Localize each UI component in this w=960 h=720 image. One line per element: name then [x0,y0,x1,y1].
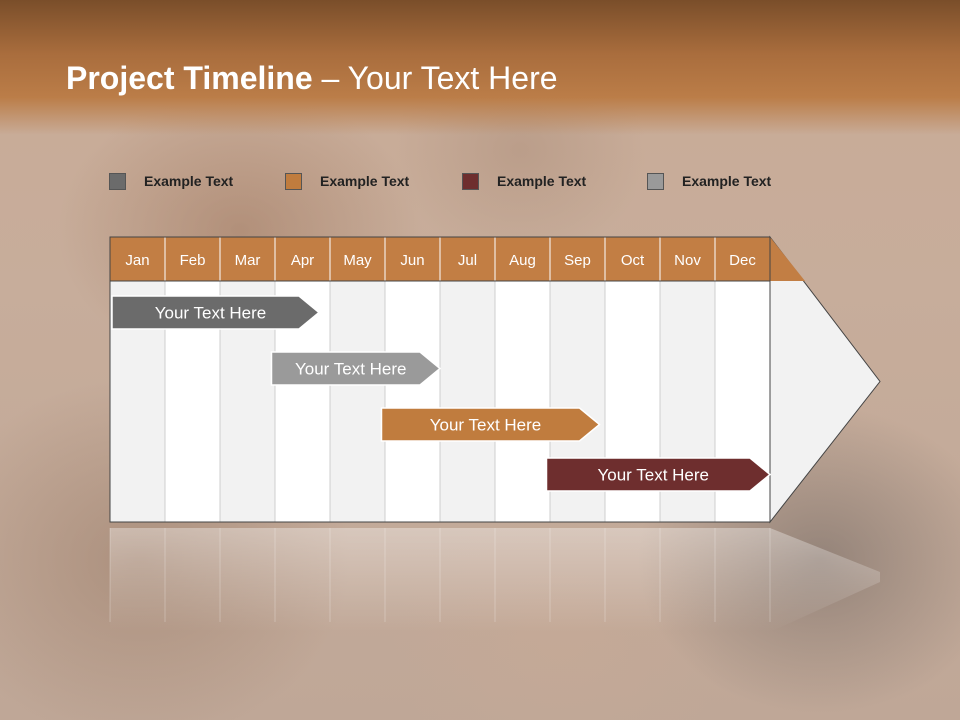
arrow-head [769,235,881,524]
legend-item-2: Example Text [285,170,409,192]
page-title: Project Timeline – Your Text Here [66,60,558,97]
month-label-dec: Dec [729,252,756,269]
month-column-jul [439,280,496,523]
legend-swatch-4 [647,172,664,190]
month-label-jul: Jul [458,252,477,269]
month-label-aug: Aug [509,252,536,269]
legend-swatch-3 [462,172,479,190]
legend-item-1: Example Text [109,170,233,192]
month-column-jun [384,280,441,523]
task-label-3: Your Text Here [430,416,542,435]
month-label-oct: Oct [621,252,645,269]
legend-label-2: Example Text [320,173,410,189]
legend-label-4: Example Text [682,173,772,189]
month-label-feb: Feb [180,252,206,269]
month-header-jul [439,236,496,282]
task-bar-1 [111,295,321,330]
month-header-jun [384,236,441,282]
month-header-aug [494,236,551,282]
title-subtitle: – Your Text Here [312,60,558,96]
legend-swatch-2 [285,172,302,190]
month-label-jun: Jun [400,252,424,269]
timeline-arrow [769,235,881,524]
month-header: Jan Feb Mar Apr May Jun Jul Aug Sep Oct Nov Dec [109,236,771,282]
header-band [0,0,960,135]
legend-item-4: Example Text [647,170,771,192]
arrow-header-wedge [770,237,805,281]
month-header-apr [274,236,331,282]
header-border [109,236,771,282]
task-bar-2 [270,351,442,386]
task-label-2: Your Text Here [295,360,407,379]
task-label-4: Your Text Here [597,466,709,485]
task-bar-4 [545,457,772,492]
month-label-sep: Sep [564,252,591,269]
task-label-1: Your Text Here [155,304,267,323]
month-label-jan: Jan [125,252,149,269]
legend-item-3: Example Text [462,170,586,192]
task-bar-3 [380,407,601,442]
month-label-apr: Apr [291,252,314,269]
month-header-may [329,236,386,282]
legend-label-3: Example Text [497,173,587,189]
month-label-nov: Nov [674,252,701,269]
month-label-mar: Mar [235,252,261,269]
reflection-shape [110,528,880,632]
month-header-mar [219,236,276,282]
legend-swatch-1 [109,172,126,190]
timeline-reflection [109,528,880,632]
month-column-may [329,280,386,523]
month-label-may: May [343,252,372,269]
legend-label-1: Example Text [144,173,234,189]
month-header-sep [549,236,606,282]
title-bold: Project Timeline [66,60,313,96]
month-column-aug [494,280,551,523]
